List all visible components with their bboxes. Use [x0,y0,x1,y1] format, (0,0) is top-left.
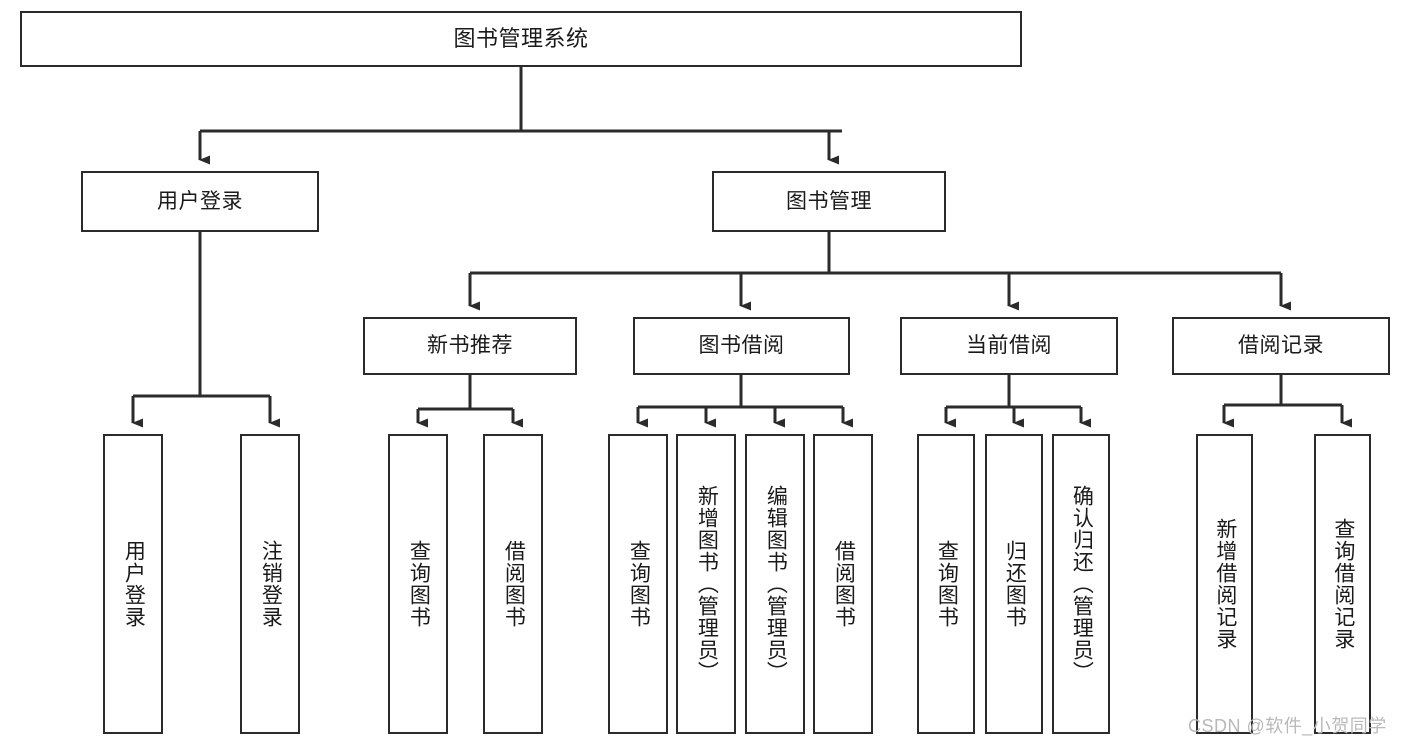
leaf-query-book-recommend-label: 查询图书 [407,540,431,628]
node-book-borrow: 图书借阅 [633,317,850,375]
node-borrow-record: 借阅记录 [1172,317,1390,375]
node-user-login: 用户登录 [81,171,319,232]
node-current-borrow-label: 当前借阅 [966,334,1052,358]
leaf-edit-book-admin-label: 编辑图书（管理员） [764,485,788,683]
leaf-query-book-current-label: 查询图书 [935,540,959,628]
leaf-borrow-book: 借阅图书 [813,434,873,734]
node-new-book-recommend-label: 新书推荐 [427,334,513,358]
leaf-confirm-return-admin: 确认归还（管理员） [1052,434,1110,734]
leaf-user-logout: 注销登录 [240,434,300,734]
node-new-book-recommend: 新书推荐 [363,317,577,375]
leaf-borrow-book-recommend-label: 借阅图书 [502,540,526,628]
leaf-query-book-current: 查询图书 [917,434,975,734]
node-root-system: 图书管理系统 [20,11,1022,67]
leaf-query-borrow-record-label: 查询借阅记录 [1331,518,1355,650]
leaf-query-book-borrow: 查询图书 [608,434,668,734]
node-borrow-record-label: 借阅记录 [1238,334,1324,358]
node-book-borrow-label: 图书借阅 [698,334,785,358]
leaf-query-book-borrow-label: 查询图书 [627,540,651,628]
leaf-return-book: 归还图书 [985,434,1043,734]
leaf-add-borrow-record-label: 新增借阅记录 [1213,518,1237,650]
leaf-add-borrow-record: 新增借阅记录 [1196,434,1253,734]
leaf-confirm-return-admin-label: 确认归还（管理员） [1070,485,1094,683]
csdn-watermark: CSDN @软件_小贺同学 [1188,716,1387,736]
leaf-return-book-label: 归还图书 [1003,540,1027,628]
leaf-user-login-label: 用户登录 [122,540,146,628]
node-root-label: 图书管理系统 [453,25,589,51]
leaf-query-book-recommend: 查询图书 [388,434,448,734]
leaf-borrow-book-label: 借阅图书 [832,540,856,628]
leaf-user-login: 用户登录 [103,434,163,734]
node-current-borrow: 当前借阅 [900,317,1118,375]
leaf-user-logout-label: 注销登录 [259,540,283,628]
node-book-manage-label: 图书管理 [786,189,872,213]
leaf-add-book-admin-label: 新增图书（管理员） [695,485,719,683]
leaf-borrow-book-recommend: 借阅图书 [483,434,543,734]
leaf-edit-book-admin: 编辑图书（管理员） [745,434,805,734]
leaf-query-borrow-record: 查询借阅记录 [1314,434,1371,734]
node-user-login-label: 用户登录 [157,189,243,213]
node-book-manage: 图书管理 [712,171,946,232]
leaf-add-book-admin: 新增图书（管理员） [676,434,736,734]
